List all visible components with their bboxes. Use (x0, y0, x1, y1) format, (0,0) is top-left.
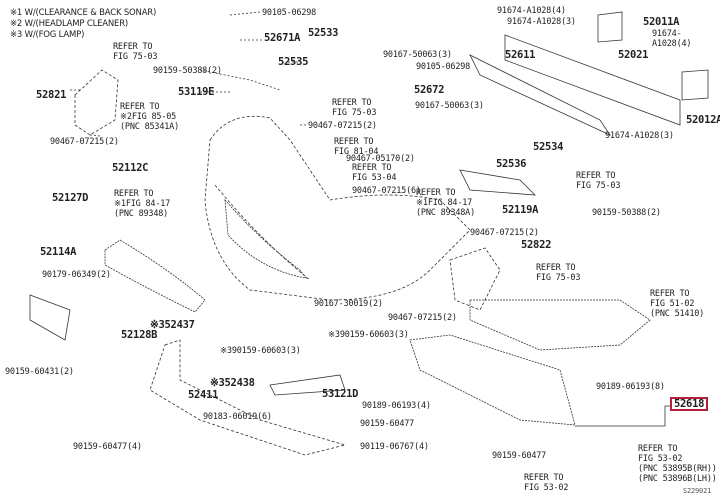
part-label[interactable]: 90467-07215(2) (470, 228, 539, 238)
part-label[interactable]: 53121D (322, 388, 359, 400)
part-label[interactable]: ※390159-60603(3) (328, 330, 409, 340)
part-label[interactable]: 52011A (643, 16, 680, 28)
part-label[interactable]: ※352438 (210, 377, 255, 389)
diagram-code: S229021 (683, 487, 712, 495)
part-label[interactable]: 90159-60431(2) (5, 367, 74, 377)
side-support-52114A-shape (29, 294, 71, 341)
part-label[interactable]: 90179-06349(2) (42, 270, 111, 280)
part-label-highlighted[interactable]: 52618 (670, 397, 709, 411)
bracket-52012A-shape (681, 69, 709, 101)
part-label[interactable]: 91674-A1028(4) (497, 6, 566, 16)
part-label[interactable]: 90189-06193(4) (362, 401, 431, 411)
part-label[interactable]: 90167-30019(2) (314, 299, 383, 309)
bumper-cover-shape (204, 115, 471, 301)
part-label[interactable]: 90167-50063(3) (383, 50, 452, 60)
part-label[interactable]: 52012A (686, 114, 720, 126)
refer-label[interactable]: REFER TO FIG 53-04 (352, 163, 397, 183)
part-label[interactable]: 90167-50063(3) (415, 101, 484, 111)
part-label[interactable]: 52127D (52, 192, 89, 204)
fog-bracket-52438-shape (269, 374, 346, 396)
part-label[interactable]: 90467-07215(2) (308, 121, 377, 131)
refer-label[interactable]: REFER TO FIG 81-04 (334, 137, 379, 157)
part-label[interactable]: 90189-06193(8) (596, 382, 665, 392)
part-label[interactable]: 90105-06298 (262, 8, 317, 18)
part-label[interactable]: 90159-60477(4) (73, 442, 142, 452)
part-label[interactable]: 52671A (264, 32, 301, 44)
part-label[interactable]: 52536 (496, 158, 527, 170)
bumper-reinforcement-52021-shape (504, 34, 681, 126)
note-2: ※2 W/(HEADLAMP CLEANER) (10, 19, 129, 29)
part-label[interactable]: 52822 (521, 239, 552, 251)
refer-label[interactable]: REFER TO FIG 53-02 (524, 473, 569, 493)
part-label[interactable]: 52411 (188, 389, 219, 401)
refer-label[interactable]: REFER TO FIG 75-03 (113, 42, 158, 62)
part-label[interactable]: 52533 (308, 27, 339, 39)
refer-label[interactable]: REFER TO FIG 75-03 (536, 263, 581, 283)
retainer-52536-shape (459, 169, 537, 196)
part-label[interactable]: 90105-06298 (416, 62, 471, 72)
refer-label[interactable]: REFER TO FIG 75-03 (332, 98, 377, 118)
refer-label[interactable]: REFER TO FIG 51-02 (PNC 51410) (650, 289, 705, 319)
part-label[interactable]: 91674-A1028(3) (507, 17, 576, 27)
note-3: ※3 W/(FOG LAMP) (10, 30, 85, 40)
note-1: ※1 W/(CLEARANCE & BACK SONAR) (10, 8, 157, 18)
part-label[interactable]: 52535 (278, 56, 309, 68)
part-label[interactable]: 90183-06019(6) (203, 412, 272, 422)
part-label[interactable]: ※352437 (150, 319, 195, 331)
side-bracket-52821-shape (74, 69, 119, 136)
part-label[interactable]: 90119-06767(4) (360, 442, 429, 452)
part-label[interactable]: 91674-A1028(4) (652, 29, 692, 49)
part-label[interactable]: 52112C (112, 162, 149, 174)
part-label[interactable]: 52534 (533, 141, 564, 153)
refer-label[interactable]: REFER TO ※1FIG 84-17 (PNC 89348A) (416, 188, 476, 218)
lower-grille-shape (224, 198, 307, 279)
part-label[interactable]: 90467-07215(2) (388, 313, 457, 323)
part-label[interactable]: 52114A (40, 246, 77, 258)
part-label[interactable]: 53119E (178, 86, 215, 98)
grille-shape (104, 239, 206, 313)
part-label[interactable]: 52128B (121, 329, 158, 341)
part-label[interactable]: 52119A (502, 204, 539, 216)
part-label[interactable]: 91674-A1028(3) (605, 131, 674, 141)
leader-lines (70, 11, 306, 137)
refer-label[interactable]: REFER TO FIG 75-03 (576, 171, 621, 191)
refer-label[interactable]: REFER TO ※2FIG 85-05 (PNC 85341A) (120, 102, 180, 132)
part-label[interactable]: 90159-60477 (492, 451, 547, 461)
bracket-52011A-shape (597, 11, 623, 43)
part-label[interactable]: 52821 (36, 89, 67, 101)
refer-label[interactable]: REFER TO FIG 53-02 (PNC 53895B(RH)) (PNC… (638, 444, 717, 484)
leader-52618 (575, 405, 672, 427)
part-label[interactable]: 90467-07215(6) (352, 186, 421, 196)
part-label[interactable]: 90159-50388(2) (153, 66, 222, 76)
undercover-shape (469, 299, 651, 351)
part-label[interactable]: 90467-05170(2) (346, 154, 415, 164)
part-label[interactable]: 52672 (414, 84, 445, 96)
part-label[interactable]: 52021 (618, 49, 649, 61)
absorber-52611-shape (469, 54, 612, 136)
part-label[interactable]: ※390159-60603(3) (220, 346, 301, 356)
part-label[interactable]: 90159-50388(2) (592, 208, 661, 218)
part-label[interactable]: 90467-07215(2) (50, 137, 119, 147)
refer-label[interactable]: REFER TO ※1FIG 84-17 (PNC 89348) (114, 189, 171, 219)
lower-spoiler-52411-shape (149, 339, 347, 456)
spoiler-52618-shape (409, 334, 576, 426)
fender-liner-52822-shape (449, 247, 501, 311)
part-label[interactable]: 90159-60477 (360, 419, 415, 429)
part-label[interactable]: 52611 (505, 49, 536, 61)
